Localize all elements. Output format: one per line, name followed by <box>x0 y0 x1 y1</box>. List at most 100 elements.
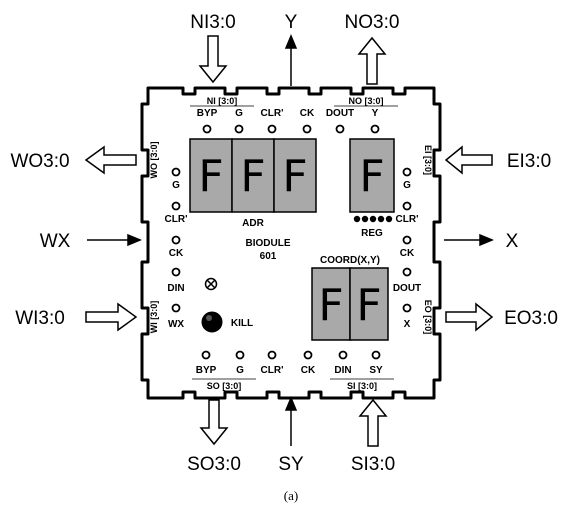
adr-digit-cell <box>273 138 317 213</box>
port-wo: WO [3:0] <box>149 141 159 178</box>
arrow-wo <box>84 145 137 175</box>
board-outline <box>140 86 442 400</box>
label-wo: WO3:0 <box>10 151 69 172</box>
port-si: SI [3:0] <box>347 381 377 391</box>
top-pin-label: CK <box>300 108 315 119</box>
arrow-eo <box>445 302 494 332</box>
port-ei: EI [3:0] <box>423 145 433 175</box>
bottom-pin-label: CLR' <box>261 365 284 376</box>
kill-button-icon[interactable] <box>201 311 223 333</box>
pin-led <box>402 167 412 177</box>
left-pin-label: G <box>172 180 180 191</box>
label-sy: SY <box>278 454 304 475</box>
pin-led <box>267 124 277 134</box>
kill-button[interactable] <box>201 311 223 333</box>
right-pin-label: CK <box>400 248 415 259</box>
right-pin-label: CLR' <box>396 214 419 225</box>
pin-led <box>171 167 181 177</box>
arrow-no <box>357 36 387 85</box>
pin-led <box>201 350 211 360</box>
label-ei: EI3:0 <box>507 151 551 172</box>
pin-led <box>171 235 181 245</box>
port-so: SO [3:0] <box>207 381 242 391</box>
pin-led <box>171 303 181 313</box>
reg-led <box>353 215 361 223</box>
label-so: SO3:0 <box>187 454 241 475</box>
pin-led <box>267 350 277 360</box>
label-x: X <box>506 231 519 252</box>
kill-label: KILL <box>231 318 253 329</box>
reg-digit-cell <box>349 138 395 213</box>
reg-led <box>385 215 393 223</box>
kill-button-highlight <box>206 315 212 321</box>
arrow-y <box>284 34 298 86</box>
label-si: SI3:0 <box>351 454 395 475</box>
bottom-pin-label: SY <box>369 365 383 376</box>
pin-led <box>402 201 412 211</box>
port-eo: EO [3:0] <box>423 300 433 335</box>
reg-display: F <box>349 138 395 213</box>
arrow-x <box>444 233 494 247</box>
pin-led <box>370 124 380 134</box>
pin-led <box>302 124 312 134</box>
arrow-si <box>358 398 388 447</box>
pin-led <box>202 124 212 134</box>
top-pins: BYP G CLR' CK DOUT Y <box>197 108 380 134</box>
label-y: Y <box>285 12 298 33</box>
pin-led <box>234 124 244 134</box>
top-pin-label: DOUT <box>326 108 354 119</box>
crossed-led-icon <box>204 277 218 291</box>
reg-digit: F <box>359 151 384 202</box>
label-eo: EO3:0 <box>504 308 558 329</box>
reg-led <box>361 215 369 223</box>
board-name: BIODULE <box>246 238 291 249</box>
pin-led <box>402 235 412 245</box>
coord-digit-cell <box>349 267 389 341</box>
adr-display: F F F <box>189 138 317 213</box>
right-pin-label: X <box>404 319 411 330</box>
adr-label: ADR <box>242 218 264 229</box>
right-pin-label: G <box>403 180 411 191</box>
coord-display: F F <box>311 267 389 341</box>
port-wi: WI [3:0] <box>149 301 159 334</box>
coord-digit-cell <box>311 267 351 341</box>
figure-caption: (a) <box>284 488 298 503</box>
top-pin-label: CLR' <box>261 108 284 119</box>
adr-digit-cell <box>231 138 275 213</box>
bottom-pins: BYP G CLR' CK DIN SY <box>196 350 383 376</box>
pin-led <box>338 350 348 360</box>
coord-digit: F <box>318 280 343 331</box>
pin-led <box>235 350 245 360</box>
left-pins: G CLR' CK DIN WX <box>165 167 188 330</box>
arrow-ei <box>444 145 493 175</box>
reg-label: REG <box>361 228 383 239</box>
adr-digit: F <box>282 151 307 202</box>
pin-led <box>335 124 345 134</box>
top-pin-label: G <box>235 108 243 119</box>
arrow-so <box>199 399 229 446</box>
label-ni: NI3:0 <box>190 12 235 33</box>
label-wx: WX <box>40 231 71 252</box>
top-pin-label: BYP <box>197 108 218 119</box>
adr-digit: F <box>240 151 265 202</box>
pin-led <box>402 303 412 313</box>
label-no: NO3:0 <box>345 12 400 33</box>
left-pin-label: DIN <box>167 283 184 294</box>
bottom-pin-label: BYP <box>196 365 217 376</box>
reg-led <box>377 215 385 223</box>
reg-leds <box>353 215 393 223</box>
bottom-pin-label: CK <box>301 365 316 376</box>
port-ni: NI [3:0] <box>207 96 238 106</box>
coord-digit: F <box>356 280 381 331</box>
pin-led <box>171 201 181 211</box>
bottom-pin-label: G <box>236 365 244 376</box>
coord-label: COORD(X,Y) <box>320 255 380 266</box>
board-number: 601 <box>260 251 277 262</box>
arrow-ni <box>198 35 228 84</box>
adr-digit-cell <box>189 138 233 213</box>
arrow-wx <box>87 233 142 247</box>
reg-led <box>369 215 377 223</box>
arrow-wi <box>85 302 138 332</box>
left-pin-label: CLR' <box>165 214 188 225</box>
